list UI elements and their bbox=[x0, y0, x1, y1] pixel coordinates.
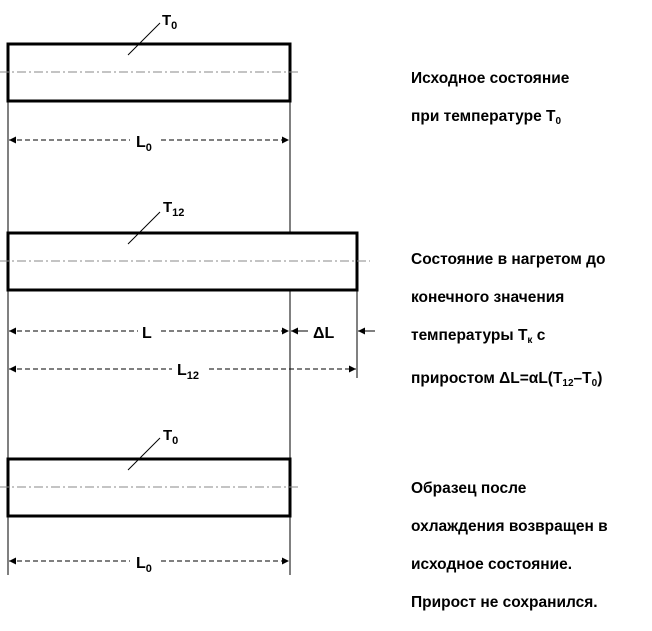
description-line: при температуре T0 bbox=[411, 108, 562, 127]
description-line: конечного значения bbox=[411, 289, 565, 306]
description-line: исходное состояние. bbox=[411, 556, 573, 573]
description-cooled: Образец после охлаждения возвращен в исх… bbox=[411, 460, 651, 631]
temp-label-heated: T12 bbox=[163, 199, 184, 219]
state-initial: T0 L0 bbox=[0, 12, 300, 154]
delta-label: ΔL bbox=[313, 325, 335, 342]
temp-label-initial: T0 bbox=[162, 12, 177, 32]
description-line: Исходное состояние bbox=[411, 70, 570, 87]
description-line: Образец после bbox=[411, 480, 527, 497]
length-label-heated: L bbox=[142, 325, 152, 342]
temp-leader-cooled bbox=[127, 437, 161, 471]
state-cooled: T0 L0 bbox=[0, 427, 300, 575]
temp-label-cooled: T0 bbox=[163, 427, 178, 447]
specimen-bar-heated bbox=[6, 231, 359, 292]
temp-leader-initial bbox=[127, 22, 161, 56]
description-line: приростом ΔL=αL(T12–T0) bbox=[411, 370, 603, 389]
description-line: Прирост не сохранился. bbox=[411, 594, 598, 611]
description-heated: Состояние в нагретом до конечного значен… bbox=[411, 231, 651, 412]
description-line: охлаждения возвращен в bbox=[411, 518, 608, 535]
length-label-initial: L0 bbox=[136, 134, 152, 154]
temp-leader-heated bbox=[127, 211, 161, 245]
description-initial: Исходное состояние при температуре T0 bbox=[411, 50, 651, 150]
description-line: Состояние в нагретом до bbox=[411, 251, 606, 268]
thermal-expansion-diagram: T0 L0 T12 L ΔL L12 bbox=[0, 12, 375, 575]
description-line: температуры Tк с bbox=[411, 327, 546, 346]
state-heated: T12 L ΔL L12 bbox=[0, 199, 375, 382]
total-length-label: L12 bbox=[177, 362, 199, 382]
length-label-cooled: L0 bbox=[136, 555, 152, 575]
